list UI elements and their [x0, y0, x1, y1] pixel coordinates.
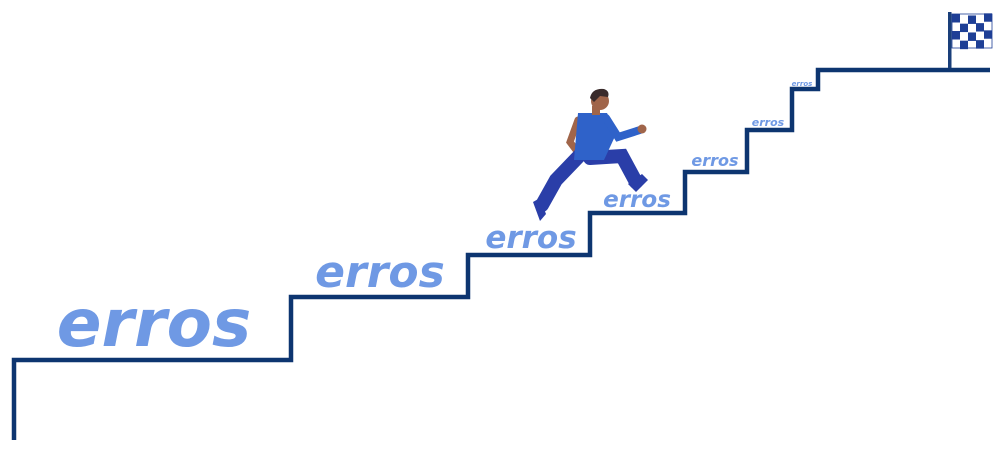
flag-square — [952, 39, 960, 48]
flag-square — [952, 31, 960, 40]
step-label-4: erros — [603, 187, 671, 213]
flag-square — [960, 32, 968, 41]
flag-border — [951, 13, 993, 49]
flag-square — [984, 13, 992, 22]
flag-square — [960, 40, 968, 50]
flag-square — [976, 31, 984, 41]
running-person-icon — [533, 88, 648, 221]
flag-square — [960, 15, 968, 24]
flag-square — [984, 21, 992, 31]
flag-square — [968, 40, 976, 50]
flag-square — [976, 40, 984, 49]
flag-square — [960, 23, 968, 33]
checkered-flag-icon — [948, 12, 993, 68]
flag-square — [976, 14, 984, 24]
step-label-5: erros — [691, 151, 738, 170]
flag-square — [968, 23, 976, 33]
flag-square — [968, 15, 976, 24]
step-label-2: erros — [315, 247, 445, 298]
flag-square — [952, 22, 960, 31]
flag-square — [984, 30, 992, 39]
flag-square — [984, 38, 992, 48]
flag-cloth — [951, 13, 993, 50]
step-label-6: erros — [752, 116, 785, 129]
flag-square — [976, 23, 984, 32]
step-label-1: erros — [57, 285, 252, 362]
flag-pole — [948, 12, 952, 68]
flag-square — [968, 32, 976, 41]
step-label-3: erros — [485, 220, 576, 256]
flag-square — [952, 14, 960, 23]
step-label-7: erros — [792, 80, 813, 88]
staircase-line — [11, 67, 990, 440]
